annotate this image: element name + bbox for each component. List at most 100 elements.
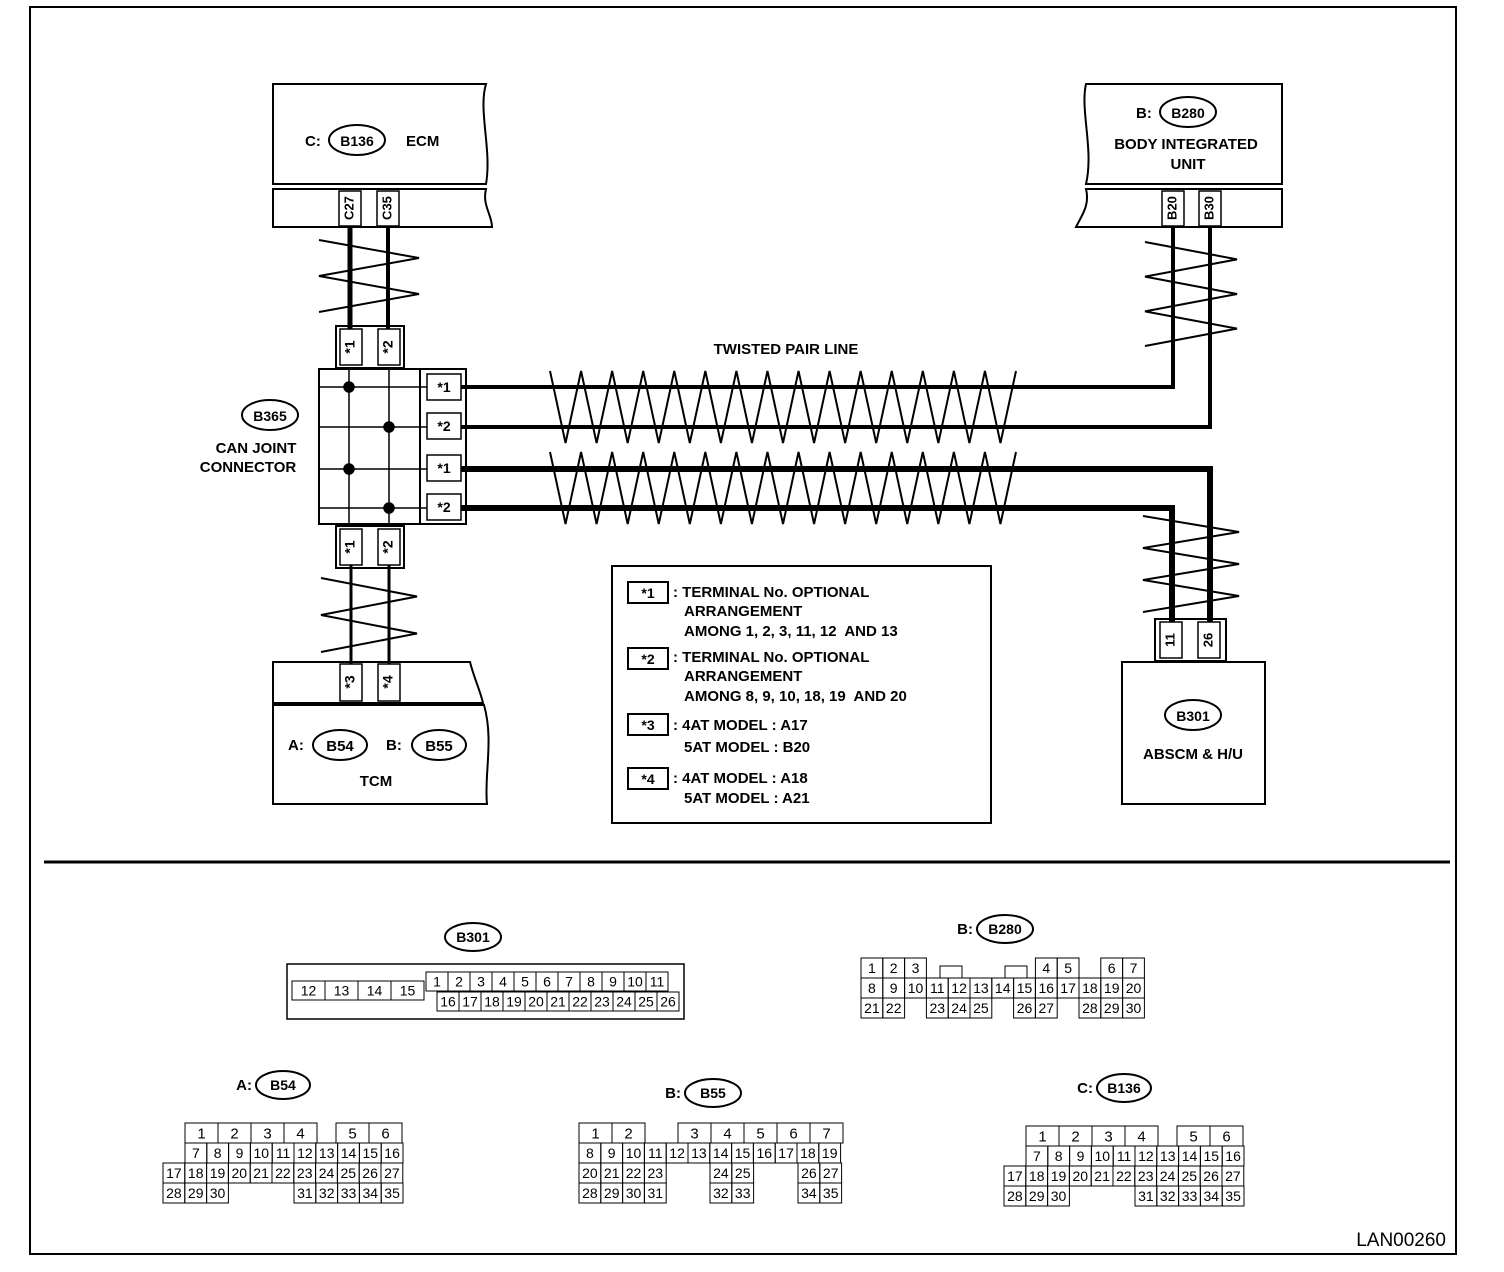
pin-number: 20 [1073, 1168, 1089, 1184]
pin-cell [731, 1182, 755, 1204]
pin-number: 17 [462, 994, 478, 1010]
pin-number: 21 [864, 1000, 880, 1016]
twist-zigzag [1144, 241, 1238, 347]
pin-number: 8 [586, 1145, 594, 1161]
ecm-name: ECM [406, 133, 439, 150]
can-joint-body [318, 325, 467, 569]
ecm-pin-c35: C35 [379, 196, 394, 220]
pin-number: 35 [823, 1185, 839, 1201]
pin-number: 25 [638, 994, 654, 1010]
pin-number: 23 [930, 1000, 946, 1016]
pin-number: 14 [995, 980, 1011, 996]
tcm-code-a-oval [312, 729, 368, 761]
pin-number: 2 [1071, 1128, 1079, 1145]
pin-number: 17 [1007, 1168, 1023, 1184]
legend-key-1: *1 [641, 585, 654, 601]
pin-number: 33 [1182, 1188, 1198, 1204]
connector-code: B301 [456, 929, 490, 945]
pin-number: 31 [297, 1185, 313, 1201]
connector-prefix: C: [1077, 1080, 1093, 1097]
page-frame [29, 6, 1457, 1255]
pin-number: 21 [604, 1165, 620, 1181]
legend-box [611, 565, 992, 824]
pin-number: 13 [973, 980, 989, 996]
pin-number: 22 [626, 1165, 642, 1181]
pin-number: 16 [757, 1145, 773, 1161]
pin-number: 6 [1108, 960, 1116, 976]
biu-name-line2: UNIT [1171, 156, 1206, 173]
pin-number: 16 [384, 1145, 400, 1161]
pin-cell [656, 991, 680, 1012]
pin-number: 29 [1104, 1000, 1120, 1016]
pin-number: 6 [789, 1125, 797, 1142]
pin-cell [1221, 1185, 1245, 1207]
pin-number: 22 [275, 1165, 291, 1181]
pin-number: 17 [778, 1145, 794, 1161]
pin-number: 31 [1138, 1188, 1154, 1204]
pin-number: 6 [543, 974, 551, 990]
connector-code: B280 [988, 921, 1022, 937]
connector-code: B55 [700, 1085, 726, 1101]
pin-cell [882, 997, 906, 1019]
legend-4-line-2: 5AT MODEL : A21 [684, 790, 810, 807]
pin-number: 11 [930, 980, 945, 996]
pin-number: 19 [506, 994, 522, 1010]
pin-number: 4 [1042, 960, 1050, 976]
pin-number: 7 [1130, 960, 1138, 976]
pin-number: 15 [400, 983, 416, 999]
pin-number: 25 [735, 1165, 751, 1181]
pin-number: 4 [296, 1125, 304, 1142]
joint-name-line1: CAN JOINT [216, 440, 297, 457]
pin-cell [1034, 997, 1058, 1019]
connector-code-oval [1096, 1073, 1152, 1103]
pin-number: 9 [608, 1145, 616, 1161]
legend-4-line-1: : 4AT MODEL : A18 [673, 770, 808, 787]
pin-number: 7 [822, 1125, 830, 1142]
legend-3-line-2: 5AT MODEL : B20 [684, 739, 810, 756]
pin-number: 15 [1017, 980, 1033, 996]
biu-name-line1: BODY INTEGRATED [1114, 136, 1258, 153]
pin-number: 16 [1225, 1148, 1241, 1164]
twist-zigzag [1142, 515, 1240, 613]
pin-number: 1 [433, 974, 441, 990]
can-joint-internal-wiring [319, 369, 427, 524]
pin-number: 13 [319, 1145, 335, 1161]
tcm-name: TCM [360, 773, 393, 790]
pin-number: 21 [550, 994, 566, 1010]
pin-number: 22 [1116, 1168, 1132, 1184]
ecm-unit [272, 83, 494, 228]
pin-number: 16 [440, 994, 456, 1010]
connector-code: B54 [270, 1077, 296, 1093]
pin-number: 28 [1007, 1188, 1023, 1204]
pin-number: 23 [1138, 1168, 1154, 1184]
connector-housing [286, 963, 685, 1020]
pin-number: 24 [319, 1165, 335, 1181]
pin-number: 24 [616, 994, 632, 1010]
pin-number: 19 [1051, 1168, 1067, 1184]
abs-name: ABSCM & H/U [1143, 746, 1243, 763]
pin-number: 23 [297, 1165, 313, 1181]
pin-number: 29 [1029, 1188, 1045, 1204]
pin-number: 22 [886, 1000, 902, 1016]
pin-number: 10 [908, 980, 924, 996]
pin-number: 19 [1104, 980, 1120, 996]
tcm-code-b: B55 [425, 738, 453, 755]
biu-code: B280 [1171, 105, 1205, 121]
joint-code: B365 [253, 408, 287, 424]
pin-number: 11 [650, 974, 665, 990]
tcm-code-a: B54 [326, 738, 354, 755]
joint-name-line2: CONNECTOR [200, 459, 297, 476]
joint-side-pin-1: *1 [437, 379, 450, 395]
pin-number: 3 [263, 1125, 271, 1142]
joint-side-pin-3: *1 [437, 460, 450, 476]
biu-prefix: B: [1136, 105, 1152, 122]
pin-number: 8 [587, 974, 595, 990]
pin-number: 5 [1064, 960, 1072, 976]
connector-code-oval [444, 922, 502, 952]
pin-number: 21 [1094, 1168, 1110, 1184]
pin-number: 4 [499, 974, 507, 990]
pin-number: 18 [1082, 980, 1098, 996]
pin-number: 35 [1225, 1188, 1241, 1204]
pin-number: 12 [297, 1145, 313, 1161]
pin-number: 27 [384, 1165, 400, 1181]
